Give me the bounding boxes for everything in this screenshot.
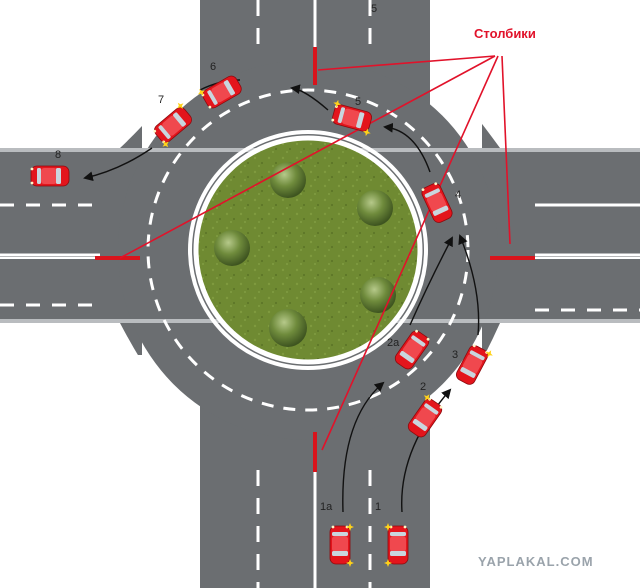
bush-icon [214,230,250,266]
posts [95,47,535,472]
road-label-top: 5 [371,3,377,15]
bush-icon [357,190,393,226]
car-label-4: 4 [455,189,461,201]
bush-icon [270,162,306,198]
car-1 [384,523,409,567]
path-1a [342,381,385,513]
watermark: YAPLAKAL.COM [478,554,594,569]
car-labels: 1 1a 2 2a 3 4 5 6 7 8 5 [55,3,461,513]
central-island [193,135,423,365]
path-5 [290,84,329,111]
path-1 [401,388,452,513]
car-label-2a: 2a [387,337,400,349]
path-4 [383,122,431,173]
car-label-2: 2 [420,381,426,393]
callout-lines [119,55,511,451]
car-1a [329,523,354,567]
bush-icon [269,309,307,347]
car-label-1a: 1a [320,501,333,513]
car-label-6: 6 [210,61,216,73]
path-3 [458,234,480,336]
car-label-8: 8 [55,149,61,161]
car-label-7: 7 [158,94,164,106]
car-8 [30,165,70,187]
path-2a [409,236,453,326]
car-label-1: 1 [375,501,381,513]
callout-title: Столбики [474,26,536,41]
car-label-5: 5 [355,96,361,108]
path-7 [83,147,153,182]
car-label-3: 3 [452,349,458,361]
